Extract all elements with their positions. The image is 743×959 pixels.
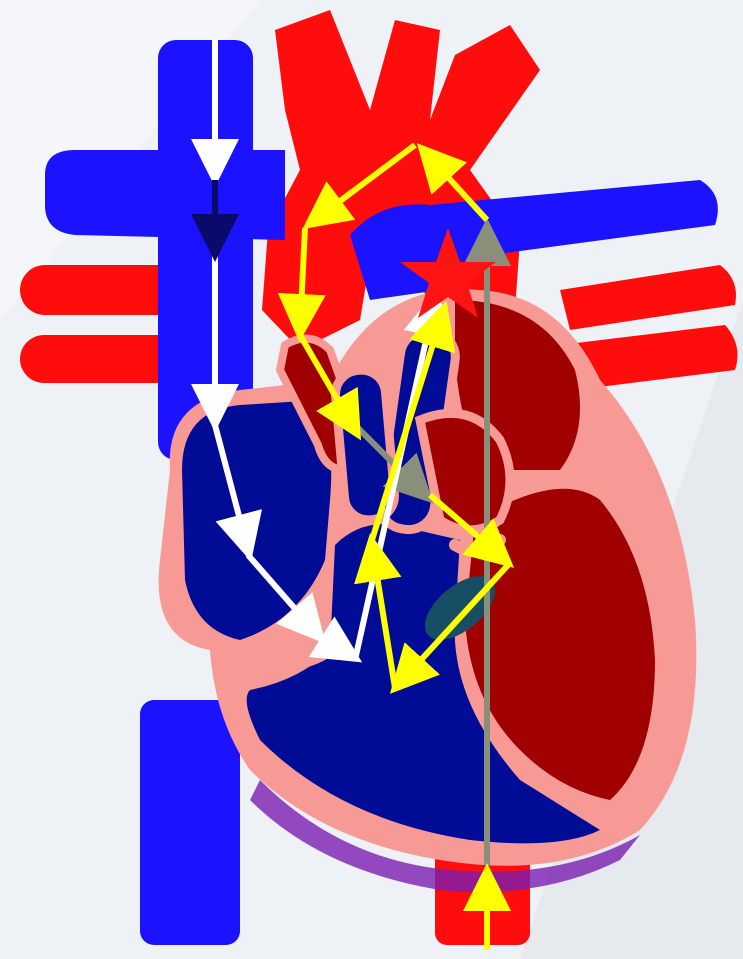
inferior-vena-cava <box>140 700 240 945</box>
